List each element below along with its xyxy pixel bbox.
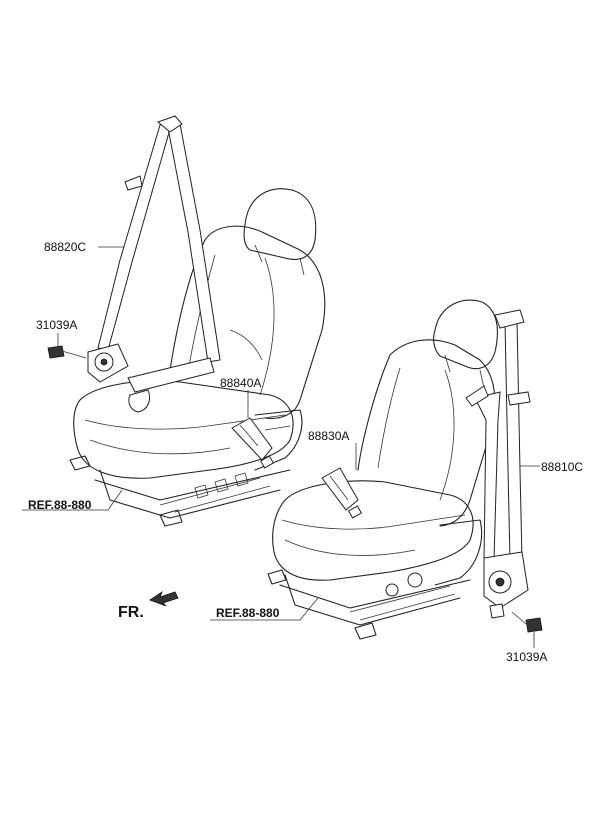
left-seat (69, 188, 326, 527)
front-indicator: FR. (118, 604, 144, 621)
right-seat (267, 299, 498, 640)
ref-label-left: REF.88-880 (28, 498, 92, 512)
right-seat-belt (321, 309, 543, 633)
label-31039a-right: 31039A (506, 650, 548, 664)
label-88810c: 88810C (541, 460, 584, 474)
label-31039a-left: 31039A (36, 318, 78, 332)
ref-label-right: REF.88-880 (216, 606, 280, 620)
left-seat-belt (47, 115, 275, 469)
label-88820c: 88820C (44, 240, 87, 254)
arrow-down-left-icon (149, 590, 179, 607)
label-88830a: 88830A (308, 429, 350, 443)
label-88840a: 88840A (220, 376, 262, 390)
leader-lines (22, 246, 540, 648)
